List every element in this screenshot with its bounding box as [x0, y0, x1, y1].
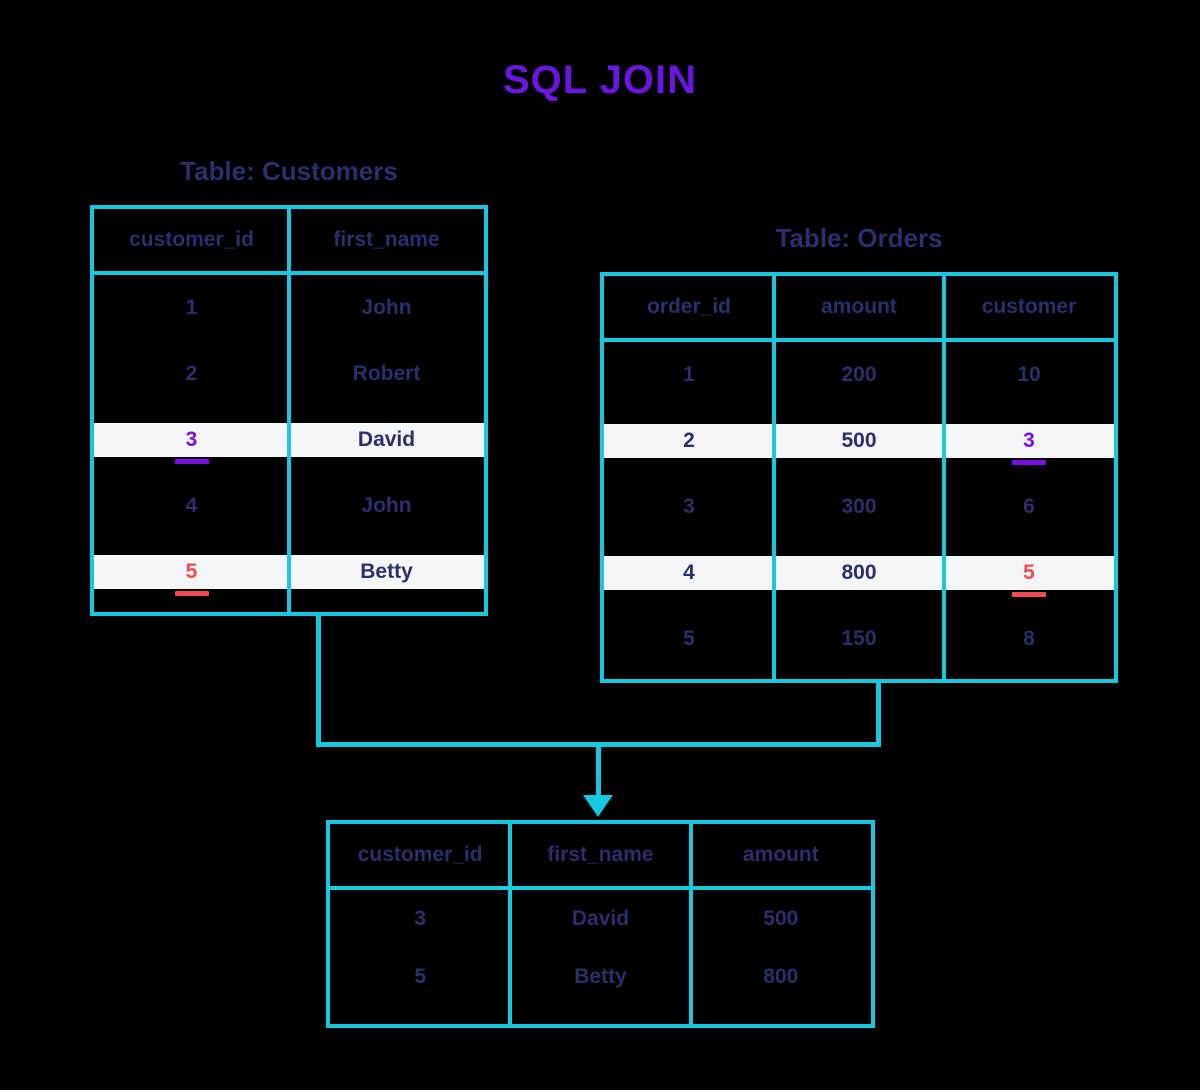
connector-orders-vertical — [876, 679, 881, 747]
table-cell: 2 — [185, 362, 198, 385]
table-cell: 1 — [683, 363, 695, 386]
table-cell: 3 — [414, 907, 426, 930]
column-header: customer — [981, 295, 1077, 318]
table-cell: 2 — [683, 429, 695, 452]
column-divider — [287, 209, 291, 612]
connector-arrow-shaft — [596, 742, 601, 807]
column-header: first_name — [333, 228, 440, 251]
header-divider — [330, 886, 871, 890]
customers-table-caption: Table: Customers — [180, 156, 398, 186]
table-cell: 500 — [841, 429, 877, 452]
table-cell: 5 — [94, 539, 289, 605]
join-key-marker: 3 — [1023, 429, 1035, 452]
table-cell: Robert — [352, 362, 421, 385]
column-header: order_id — [646, 295, 732, 318]
table-cell: Betty — [574, 965, 627, 988]
header-divider — [604, 338, 1114, 342]
column-divider — [688, 824, 693, 1024]
table-cell: 4 — [185, 494, 198, 517]
table-cell: David — [357, 428, 416, 451]
join-key-marker: 5 — [185, 560, 198, 583]
result-table: customer_id first_name amount 3 David 500 5 Bet… — [326, 820, 875, 1028]
table-cell: 8 — [1023, 627, 1035, 650]
column-header: customer_id — [129, 228, 254, 251]
table-cell: Betty — [360, 560, 413, 583]
orders-table-caption: Table: Orders — [775, 223, 943, 253]
table-cell: 3 — [944, 408, 1114, 474]
table-cell: 500 — [763, 907, 799, 930]
join-key-marker: 5 — [1023, 561, 1035, 584]
table-cell: 1 — [185, 296, 198, 319]
column-header: amount — [742, 843, 819, 866]
table-cell: 3 — [94, 407, 289, 473]
table-cell: 5 — [683, 627, 695, 650]
column-header: customer_id — [357, 843, 483, 866]
table-cell: 300 — [841, 495, 877, 518]
table-cell: 800 — [763, 965, 799, 988]
table-cell: 10 — [1017, 363, 1041, 386]
table-cell: David — [571, 907, 630, 930]
table-cell: 5 — [944, 540, 1114, 606]
table-cell: 800 — [841, 561, 877, 584]
table-cell: John — [361, 296, 412, 319]
orders-table: order_id amount customer 1 200 10 2 500 3 3 300 6 4 8… — [600, 272, 1118, 683]
column-divider — [942, 276, 946, 679]
table-cell: 4 — [683, 561, 695, 584]
page-title: SQL JOIN — [503, 58, 697, 102]
column-divider — [508, 824, 513, 1024]
column-header: first_name — [547, 843, 654, 866]
table-cell: 6 — [1023, 495, 1035, 518]
connector-customers-vertical — [316, 612, 321, 747]
table-cell: John — [361, 494, 412, 517]
join-key-marker: 3 — [185, 428, 198, 451]
table-cell: 3 — [683, 495, 695, 518]
connector-arrow-head — [583, 795, 613, 817]
table-cell: 5 — [414, 965, 426, 988]
column-divider — [772, 276, 776, 679]
column-header: amount — [821, 295, 897, 318]
table-cell: 150 — [841, 627, 877, 650]
table-cell: 200 — [841, 363, 877, 386]
